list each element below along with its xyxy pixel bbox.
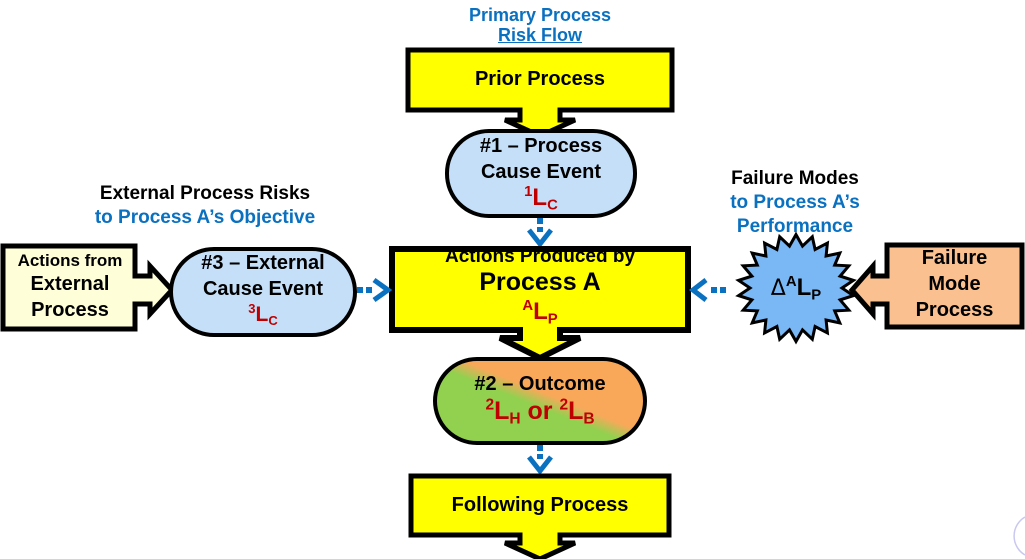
title-line-2: Risk Flow [497, 24, 582, 45]
outcome-2-shape [433, 357, 647, 445]
right-header: Failure Modes to Process A’s Performance [700, 168, 890, 238]
cause-event-1-node[interactable]: #1 – Process Cause Event 1LC [447, 133, 635, 214]
cause-event-1-shape [445, 129, 637, 218]
outcome-2-node[interactable]: #2 – Outcome 2LH or 2LB [435, 372, 645, 429]
right-header-line-1: Failure Modes [731, 168, 859, 189]
left-header: External Process Risks to Process A’s Ob… [50, 183, 360, 229]
left-header-line-2: to Process A’s Objective [94, 206, 316, 228]
process-a-line-2: Process A [479, 268, 601, 296]
cause-event-3-line-2: Cause Event [202, 278, 324, 300]
external-actions-shape [0, 243, 176, 332]
process-a-shape [389, 246, 691, 362]
connector-cause3-to-process-a [357, 277, 393, 303]
delta-icon: Δ [770, 276, 786, 302]
connector-failure-to-process-a [688, 278, 726, 302]
right-header-line-3: Performance [736, 215, 854, 237]
title-line-1: Primary Process [468, 5, 612, 25]
process-a-symbol: ALP [522, 297, 558, 328]
left-header-line-1: External Process Risks [99, 183, 311, 204]
external-actions-line-3: Process [31, 298, 109, 321]
failure-mode-line-1: Failure [921, 247, 988, 269]
right-header-line-2: to Process A’s [730, 191, 860, 213]
corner-circle-fragment [1013, 516, 1025, 556]
connector-outcome-to-following [527, 445, 553, 476]
failure-mode-process-shape [848, 242, 1025, 330]
following-process-label: Following Process [451, 494, 629, 516]
external-actions-line-2: External [30, 273, 110, 296]
failure-mode-line-3: Process [915, 299, 994, 321]
failure-mode-line-2: Mode [928, 273, 981, 295]
cause-event-3-line-1: #3 – External [201, 252, 325, 274]
cause-event-1-line-2: Cause Event [480, 161, 602, 183]
cause-event-3-symbol: 3LC [248, 301, 278, 328]
external-actions-line-1: Actions from [17, 251, 123, 270]
cause-event-3-node[interactable]: #3 – External Cause Event 3LC [171, 250, 355, 328]
outcome-2-symbols: 2LH or 2LB [485, 396, 595, 428]
process-a-line-1: Actions Produced by [444, 246, 636, 267]
outcome-2-line-1: #2 – Outcome [474, 373, 606, 395]
cause-event-1-symbol: 1LC [524, 184, 558, 214]
failure-starburst-shape [735, 231, 857, 345]
failure-delta-node[interactable]: ΔALP [770, 274, 822, 304]
following-process-shape [408, 473, 672, 559]
following-process-node[interactable]: Following Process [411, 494, 669, 517]
diagram-title: Primary Process Risk Flow [420, 5, 660, 46]
cause-event-1-line-1: #1 – Process [479, 135, 603, 157]
process-a-node[interactable]: Actions Produced by Process A ALP [392, 247, 688, 328]
connector-cause1-to-process-a [527, 218, 553, 249]
prior-process-node[interactable]: Prior Process [408, 68, 672, 91]
failure-mode-process-node[interactable]: Failure Mode Process [887, 245, 1022, 323]
prior-process-shape [405, 47, 675, 139]
prior-process-label: Prior Process [474, 68, 606, 90]
cause-event-3-shape [169, 247, 357, 337]
external-actions-node[interactable]: Actions from External Process [3, 250, 137, 323]
